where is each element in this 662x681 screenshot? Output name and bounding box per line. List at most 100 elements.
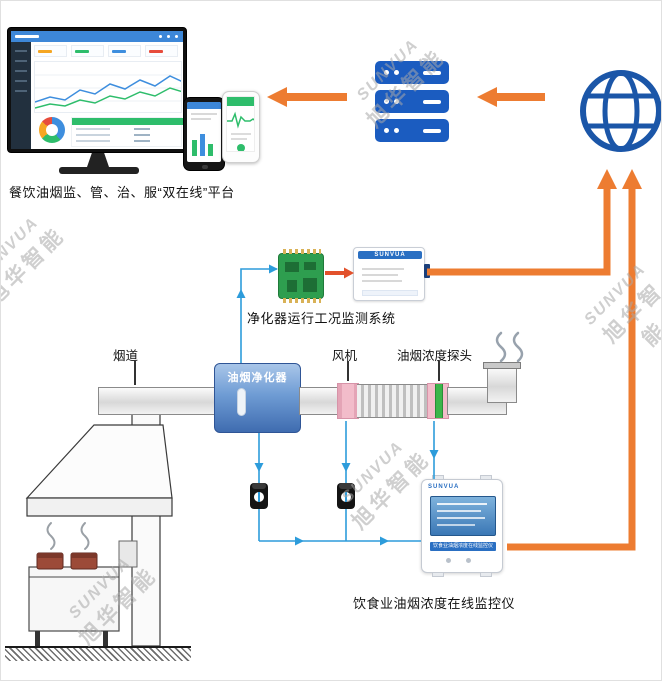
stat-tile xyxy=(108,45,141,57)
server-unit xyxy=(375,119,449,142)
phone-text-line xyxy=(231,133,251,135)
table-header-row xyxy=(72,118,183,125)
phone-bar xyxy=(208,144,213,156)
topbar-dot-icon xyxy=(175,35,178,38)
duct-pipe-mid xyxy=(299,387,339,415)
dashboard-logo xyxy=(15,35,39,38)
stat-tile xyxy=(145,45,178,57)
phone-white-screen xyxy=(226,96,255,152)
clamp-latch xyxy=(339,483,353,489)
table-row xyxy=(76,128,110,130)
steam-squiggle xyxy=(80,522,90,550)
phone-app-header xyxy=(227,97,254,106)
mount-tab xyxy=(432,475,444,480)
pcb-pins-bottom xyxy=(283,298,321,303)
fan-pointer-line xyxy=(347,361,349,381)
monitor-stand-base xyxy=(59,167,139,174)
fan-edge xyxy=(354,384,358,418)
clamp-latch xyxy=(252,483,266,489)
server-unit xyxy=(375,61,449,84)
stove-body xyxy=(28,566,120,632)
phone-text-line xyxy=(191,113,217,115)
blue-signal-lines xyxy=(240,268,435,542)
acquisition-module-icon xyxy=(278,249,324,303)
device-button xyxy=(466,558,471,563)
mount-tab xyxy=(480,572,492,577)
device-label-strip xyxy=(362,290,418,296)
table-row xyxy=(76,140,110,142)
red-arrow-module-to-box xyxy=(325,267,354,279)
steam-squiggle xyxy=(46,522,56,550)
dashboard-monitor xyxy=(7,27,187,153)
device-text-line xyxy=(362,274,398,276)
server-unit xyxy=(375,90,449,113)
flue-pointer-line xyxy=(134,361,136,385)
mount-tab xyxy=(432,572,444,577)
stat-tile xyxy=(71,45,104,57)
mount-tab xyxy=(480,475,492,480)
ground-hatch xyxy=(5,646,191,661)
purifier-monitor-box: SUNVUA xyxy=(353,247,430,301)
table-row xyxy=(76,134,110,136)
hood-rim xyxy=(26,497,173,517)
device-lcd-screen xyxy=(430,496,496,536)
clamp-hole xyxy=(341,492,351,502)
platform-caption: 餐饮油烟监、管、治、服“双在线”平台 xyxy=(9,185,235,200)
topbar-dot-icon xyxy=(159,35,162,38)
lcd-text-line xyxy=(437,510,481,512)
phone-text-line xyxy=(191,118,211,120)
pot-lid xyxy=(71,553,97,558)
table-cell xyxy=(134,140,150,142)
phone-bar xyxy=(192,140,197,156)
table-cell xyxy=(134,128,150,130)
device-button xyxy=(446,558,451,563)
device-text-line xyxy=(362,280,402,282)
probe-pointer-line xyxy=(438,361,440,381)
topbar-dot-icon xyxy=(167,35,170,38)
device-brand: SUNVUA xyxy=(428,484,460,490)
pcb-chip xyxy=(304,262,316,270)
monitor-stand-neck xyxy=(87,153,109,167)
phone-white xyxy=(222,91,260,163)
sidebar-item xyxy=(15,90,27,92)
phone-text-line xyxy=(231,138,247,140)
dashboard-donut-chart xyxy=(39,117,65,143)
fume-probe xyxy=(435,384,443,418)
flexible-duct xyxy=(357,384,429,418)
sidebar-item xyxy=(15,80,27,82)
lcd-text-line xyxy=(437,524,475,526)
stove-leg xyxy=(35,631,40,646)
lcd-text-line xyxy=(437,503,487,505)
flue-label: 烟道 xyxy=(113,349,139,363)
dashboard-sidebar xyxy=(11,42,31,149)
sidebar-item xyxy=(15,50,27,52)
dashboard-screen xyxy=(11,31,183,149)
fume-purifier: 油烟净化器 xyxy=(214,363,301,433)
stat-tile xyxy=(34,45,67,57)
side-cabinet xyxy=(118,540,138,568)
online-fume-monitor: SUNVUA 饮食业油烟浓度在线监控仪 xyxy=(421,475,503,577)
device-text-line xyxy=(362,268,404,270)
dashboard-topbar xyxy=(11,31,183,42)
blue-arrowheads xyxy=(236,264,439,546)
fan-edge xyxy=(338,384,342,418)
probe-section xyxy=(427,383,449,419)
online-monitor-caption: 饮食业油烟浓度在线监控仪 xyxy=(353,596,516,611)
sidebar-item xyxy=(15,70,27,72)
phone-bar xyxy=(200,134,205,156)
pcb-pins-top xyxy=(283,249,321,254)
lcd-text-line xyxy=(437,517,485,519)
duct-outlet-flange xyxy=(483,362,521,369)
orange-arrow-cloud-to-server xyxy=(477,87,545,107)
phone-waveform xyxy=(227,111,254,129)
cloud-server-stack-icon xyxy=(375,61,449,142)
pcb-chip xyxy=(285,262,299,272)
dashboard-table xyxy=(71,117,183,147)
probe-label: 油烟浓度探头 xyxy=(397,349,473,363)
orange-uplink-purifier-system xyxy=(427,169,617,276)
current-clamp-icon xyxy=(250,483,268,509)
phone-dark xyxy=(183,97,225,171)
phone-action-button xyxy=(237,144,245,151)
